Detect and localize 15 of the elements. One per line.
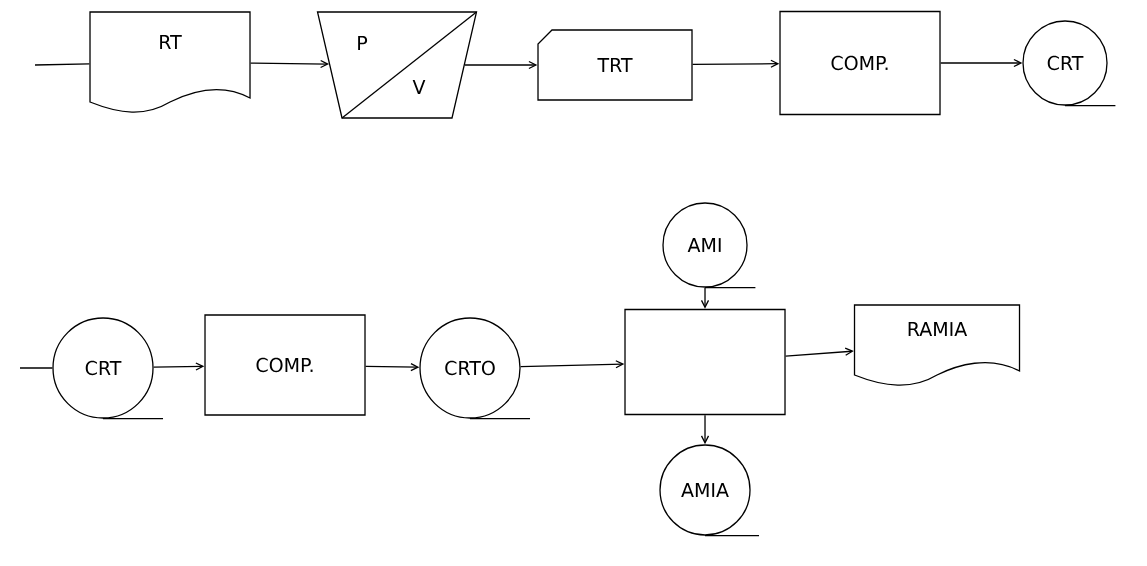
arrow bbox=[365, 362, 420, 372]
arrow bbox=[153, 362, 205, 371]
arrow bbox=[785, 347, 854, 357]
process-box: COMP. bbox=[204, 314, 366, 416]
arrow bbox=[250, 59, 330, 69]
connector-line bbox=[19, 367, 53, 369]
arrow bbox=[692, 59, 780, 68]
arrow bbox=[940, 58, 1023, 68]
arrow bbox=[700, 414, 710, 445]
arrow bbox=[700, 287, 710, 309]
arrow bbox=[520, 360, 625, 369]
process-box: COMP. bbox=[779, 10, 941, 116]
process-box bbox=[624, 308, 786, 416]
connector-line bbox=[34, 63, 90, 66]
arrow bbox=[464, 60, 538, 70]
